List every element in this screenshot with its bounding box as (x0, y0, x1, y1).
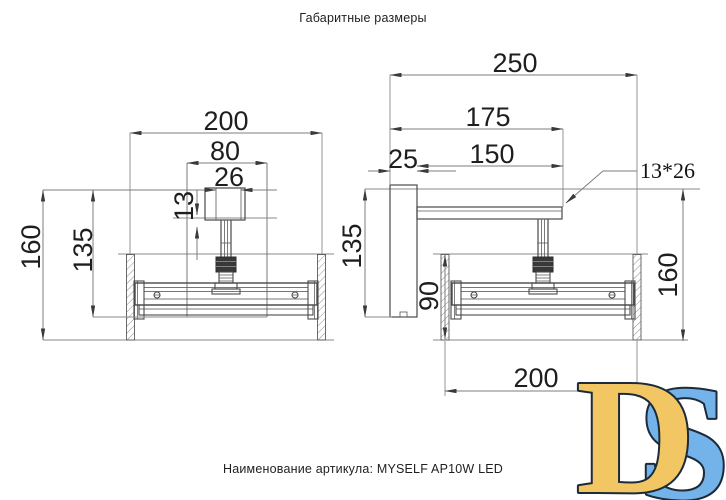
side-dimensions: 250 175 150 25 13*26 135 90 160 (337, 48, 695, 396)
side-stem-knurl (532, 256, 554, 273)
dim-side-total-height: 160 (653, 252, 683, 297)
page-title: Габаритные размеры (299, 11, 427, 25)
dim-side-recess-depth: 90 (414, 281, 444, 311)
wall-hatch-side-right (632, 254, 642, 341)
brand-logo: S D (574, 343, 726, 500)
front-view: 200 80 26 13 160 135 (16, 106, 334, 341)
article-name-label: Наименование артикула: MYSELF AP10W LED (223, 462, 503, 476)
dim-side-arm-inner: 150 (469, 139, 514, 169)
wall-hatch-front-right (317, 254, 326, 341)
dim-side-plate-depth: 25 (388, 144, 418, 174)
lamp-bar-front (133, 271, 319, 320)
side-wall-plate (389, 184, 418, 318)
dim-front-opening-width: 200 (203, 106, 248, 136)
dim-front-total-height: 160 (16, 224, 46, 269)
dim-front-bracket-width: 80 (210, 136, 240, 166)
front-canopy (204, 187, 246, 221)
front-dimensions: 200 80 26 13 160 135 (16, 106, 323, 341)
dim-side-total-depth: 250 (492, 48, 537, 78)
dim-front-body-height: 135 (68, 227, 98, 272)
front-stem-knurl (215, 256, 237, 273)
dim-side-slot-label: 13*26 (640, 158, 695, 183)
lamp-bar-side (450, 271, 636, 320)
dim-front-stem-width: 26 (214, 162, 244, 192)
side-stem (532, 219, 554, 273)
wall-hatch-front-left (126, 254, 135, 341)
side-arm (416, 206, 563, 220)
logo-letter-s: S (638, 351, 726, 500)
dim-front-canopy-offset: 13 (169, 191, 199, 221)
slot-leader-line (565, 170, 637, 204)
side-view: 250 175 150 25 13*26 135 90 160 (337, 48, 700, 396)
dim-side-opening-width: 200 (513, 363, 558, 393)
logo-letter-d: D (576, 345, 695, 500)
dim-side-plate-height: 135 (337, 223, 367, 268)
front-stem (215, 220, 237, 273)
dim-side-arm-length: 175 (465, 102, 510, 132)
